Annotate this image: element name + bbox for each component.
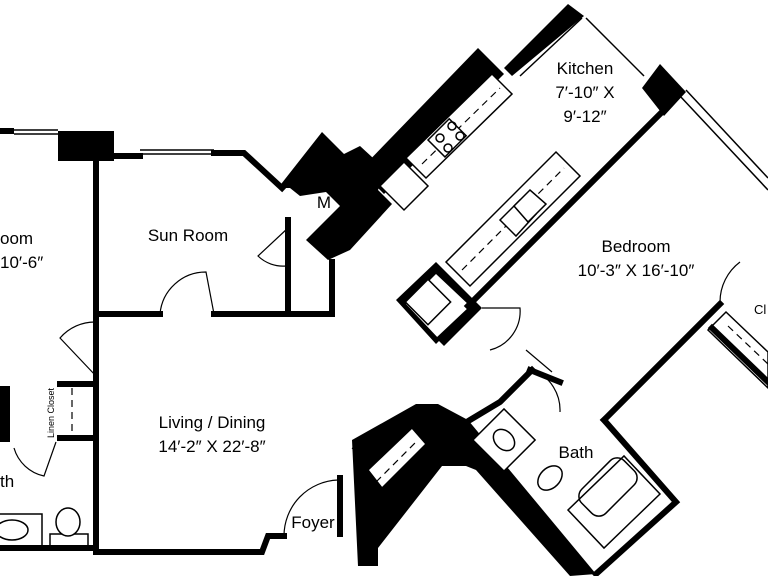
room-labels: oom 10′-6″ Sun Room M Kitchen 7′-10″ X 9…	[0, 59, 766, 532]
left-bath	[0, 381, 99, 551]
kitchen-fixtures	[378, 72, 582, 288]
sun-room-label: Sun Room	[148, 226, 228, 245]
hall-fixtures	[396, 262, 553, 373]
living-dining-label: Living / Dining	[159, 413, 266, 432]
closet-label: Cl	[754, 302, 766, 317]
foyer-door	[283, 479, 339, 537]
bath-walls	[351, 365, 681, 576]
left-room-dims: 10′-6″	[0, 253, 43, 272]
bedroom-dims: 10′-3″ X 16′-10″	[578, 261, 695, 280]
kitchen-walls	[463, 11, 768, 425]
kitchen-dims-line1: 7′-10″ X	[555, 83, 614, 102]
kitchen-dims-line2: 9′-12″	[563, 107, 606, 126]
exterior-walls	[0, 128, 343, 555]
living-dining-dims: 14′-2″ X 22′-8″	[158, 437, 265, 456]
bedroom-label: Bedroom	[602, 237, 671, 256]
mech-label: M	[317, 193, 331, 212]
linen-closet-label: Linen Closet	[46, 387, 56, 438]
bath-label: Bath	[559, 443, 594, 462]
foyer-label: Foyer	[291, 513, 335, 532]
left-bath-label: th	[0, 472, 14, 491]
sun-room-walls	[59, 217, 335, 377]
center-diagonal-wall	[278, 4, 686, 260]
bedroom-closet	[706, 261, 768, 390]
left-room-name: oom	[0, 229, 33, 248]
kitchen-label: Kitchen	[557, 59, 614, 78]
